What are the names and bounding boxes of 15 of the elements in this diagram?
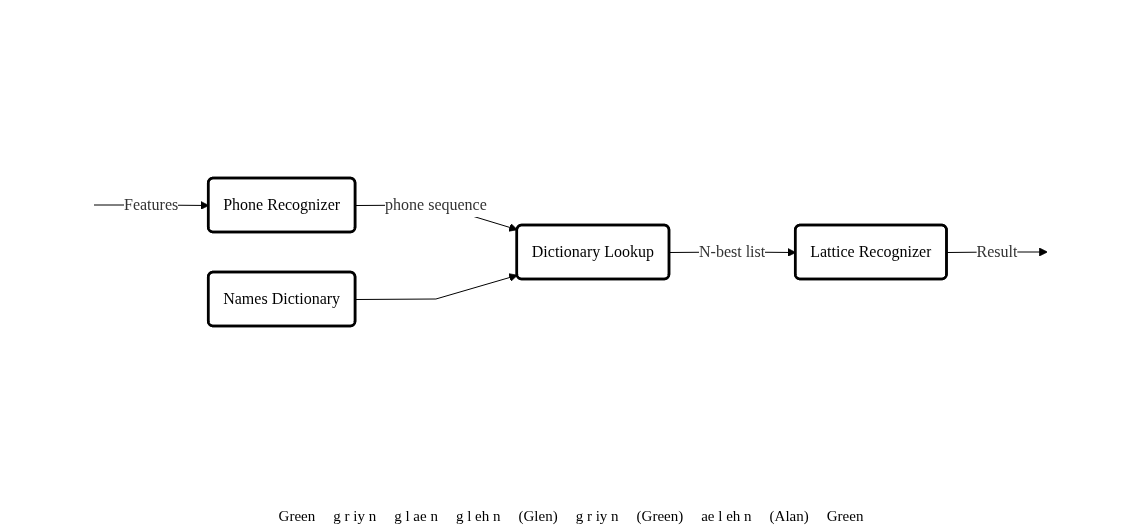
phonetic-label: g r iy n: [333, 508, 377, 525]
arrow: [355, 273, 519, 300]
phonetic-label: g l ae n: [394, 508, 438, 525]
phonetic-label: Green: [826, 508, 864, 525]
edge-label: phone sequence: [385, 196, 488, 213]
phonetic-label: ae l eh n: [701, 508, 752, 525]
phonetic-label: (Green): [636, 508, 684, 525]
edge-label: Features: [124, 196, 179, 213]
edge-label: N-best list: [699, 243, 766, 260]
phonetic-label: Green: [278, 508, 316, 525]
edge-label: Result: [976, 243, 1018, 260]
phonetic-label: g l eh n: [455, 508, 501, 525]
phonetic-label: g r iy n: [575, 508, 619, 525]
phonetic-label: (Glen): [518, 508, 558, 525]
phonetic-label: (Alan): [769, 508, 809, 525]
